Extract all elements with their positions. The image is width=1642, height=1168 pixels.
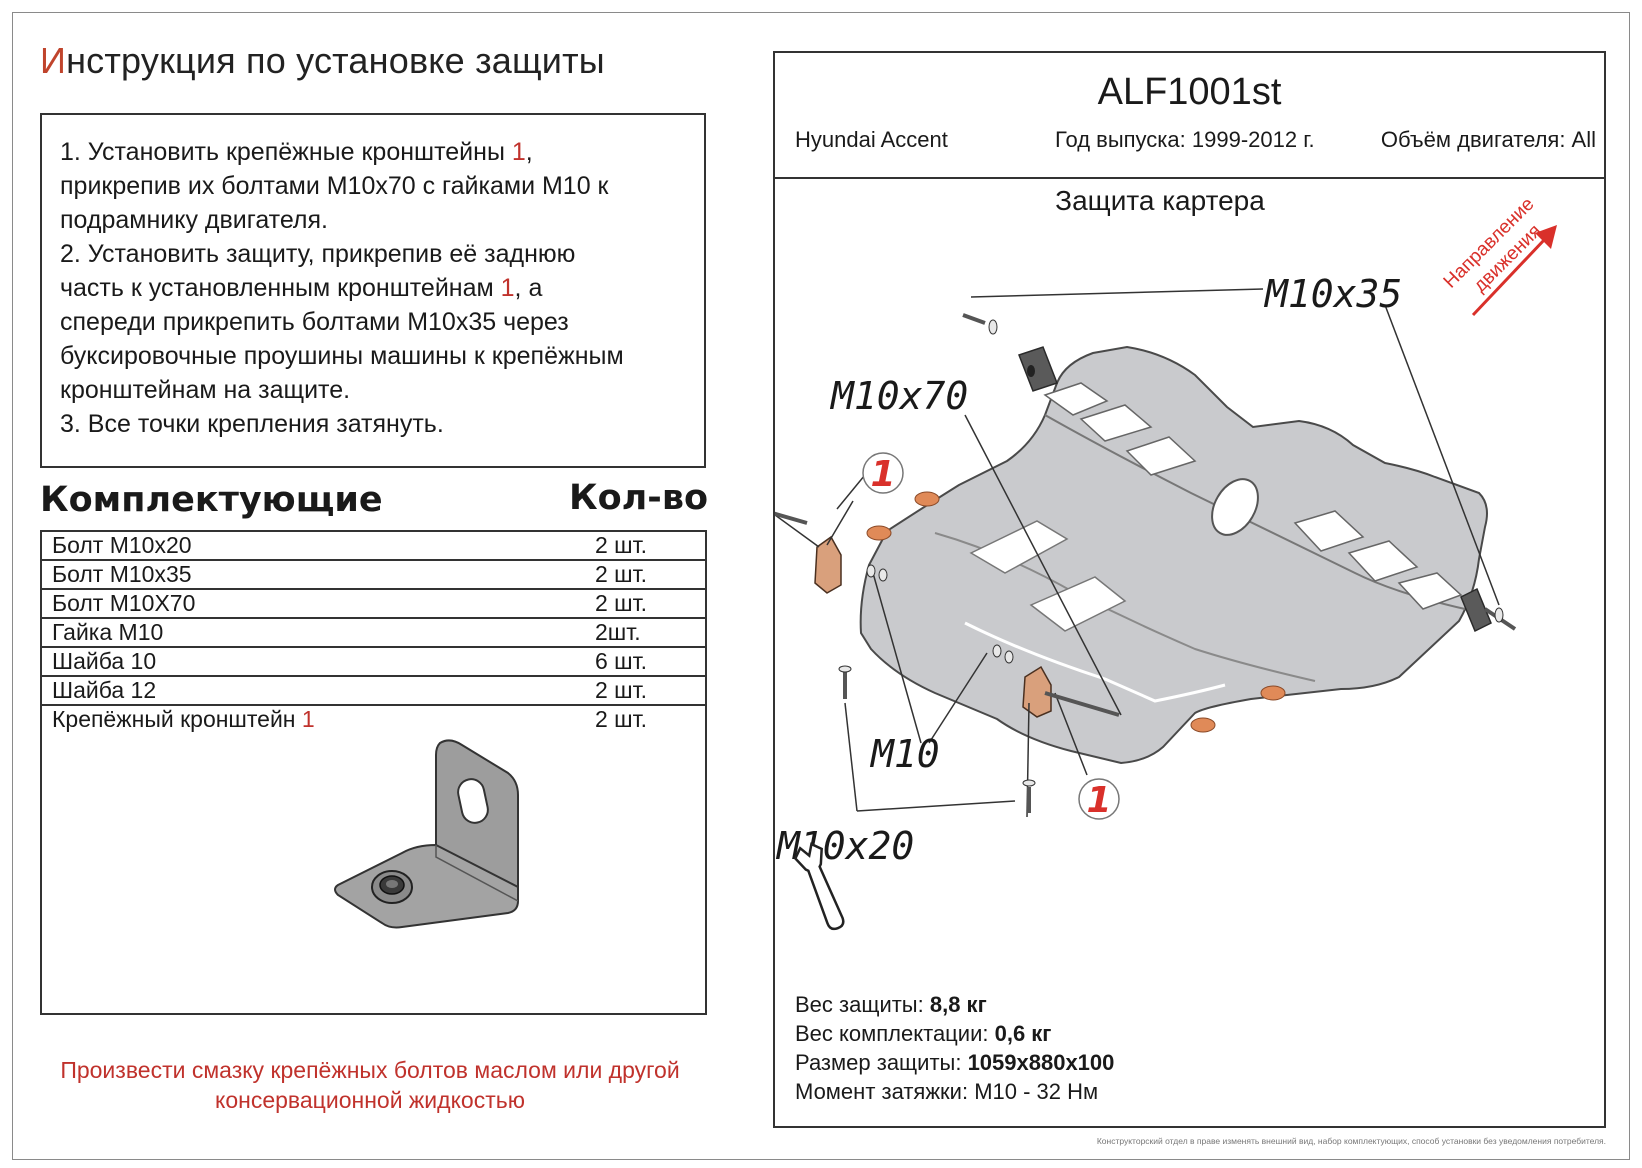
instruction-line: буксировочные проушины машины к крепёжны… [60, 342, 624, 370]
instruction-line: 1. Установить крепёжные кронштейны 1, [60, 138, 533, 166]
spec-size: Размер защиты: 1059х880х100 [795, 1050, 1115, 1075]
header-divider [775, 177, 1604, 179]
bolt-m10x35 [962, 313, 1517, 631]
direction-arrow [1471, 225, 1557, 317]
label-m10x20: M10x20 [775, 824, 914, 868]
wrench-icon [793, 842, 845, 931]
instruction-line: 3. Все точки крепления затянуть. [60, 410, 444, 438]
installation-diagram: Направление движения [775, 194, 1557, 931]
instruction-line: прикрепив их болтами М10х70 с гайками М1… [60, 172, 609, 200]
production-years: Год выпуска: 1999-2012 г. [1055, 127, 1315, 152]
label-m10x70: M10x70 [829, 374, 968, 418]
quantity-heading: Кол-во [569, 478, 709, 518]
nut-m10 [866, 564, 1014, 664]
bracket-callout: 1 [862, 452, 904, 495]
bolt-m10x20 [838, 665, 1036, 813]
page-title: Инструкция по установке защиты [40, 40, 605, 81]
instruction-line: 2. Установить защиту, прикрепив её задню… [60, 240, 576, 268]
spec-torque: Момент затяжки: М10 - 32 Нм [795, 1079, 1099, 1104]
label-m10x35: M10x35 [1263, 272, 1402, 316]
bracket-illustration [334, 739, 519, 929]
instructions-text: 1. Установить крепёжные кронштейны 1, пр… [60, 135, 690, 441]
instruction-line: кронштейнам на защите. [60, 376, 351, 404]
instructions-box: 1. Установить крепёжные кронштейны 1, пр… [40, 113, 706, 468]
instruction-line: спереди прикрепить болтами М10х35 через [60, 308, 569, 336]
product-code: ALF1001st [1097, 71, 1282, 113]
specifications: Вес защиты: 8,8 кг Вес комплектации: 0,6… [795, 990, 1114, 1106]
parts-heading: Комплектующие [40, 480, 383, 520]
svg-text:1: 1 [870, 454, 895, 495]
skid-plate [859, 345, 1492, 765]
diagram-title: Защита картера [1055, 185, 1265, 216]
instruction-line: подрамнику двигателя. [60, 206, 328, 234]
bracket-callout: 1 [1078, 778, 1120, 821]
bolt-m10x70 [775, 511, 1120, 717]
spec-kit-weight: Вес комплектации: 0,6 кг [795, 1021, 1052, 1046]
label-m10: M10 [869, 732, 940, 776]
product-panel: ALF1001st Hyundai Accent Год выпуска: 19… [773, 51, 1606, 1128]
lubrication-warning: Произвести смазку крепёжных болтов масло… [60, 1057, 680, 1113]
car-model: Hyundai Accent [795, 127, 948, 152]
svg-text:1: 1 [1086, 780, 1111, 821]
sheet-border [12, 12, 1630, 1160]
spec-weight: Вес защиты: 8,8 кг [795, 992, 987, 1017]
mounting-bracket [814, 535, 1052, 718]
instruction-line: часть к установленным кронштейнам 1, а [60, 274, 543, 302]
engine-volume: Объём двигателя: All [1380, 127, 1596, 152]
footer-disclaimer: Конструкторский отдел в праве изменять в… [1096, 1136, 1606, 1146]
